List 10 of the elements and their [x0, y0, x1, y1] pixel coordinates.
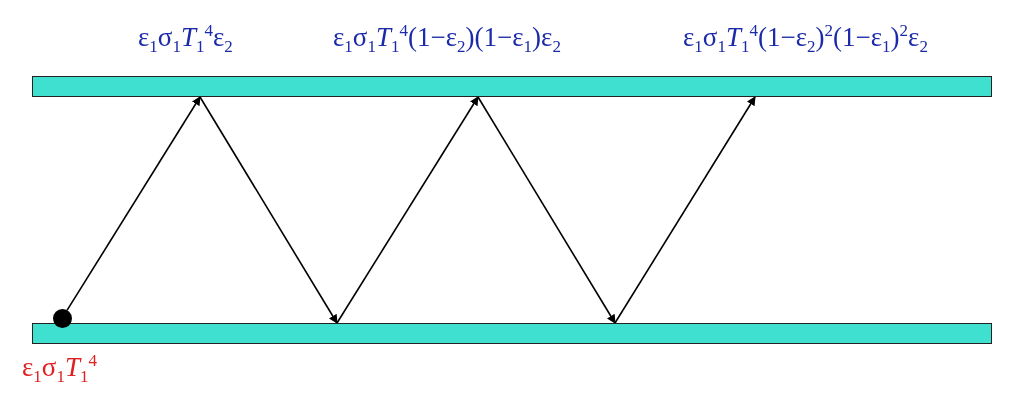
formula-label: ε$_{1}$σ$_{1}$T$_{1}$$^{4}$(1−ε$_{2}$)$^{2}$(1−ε$_{1}$)$^{2}$ε$_{2}$	[683, 22, 928, 58]
ray-arrow	[614, 96, 756, 324]
ray-arrow	[336, 96, 479, 324]
formula-label: ε$_{1}$σ$_{1}$T$_{1}$$^{4}$(1−ε$_{2}$)(1−ε$_{1}$)ε$_{2}$	[333, 22, 561, 58]
ray-arrow	[199, 96, 338, 324]
plate-bar	[32, 76, 992, 97]
ray-arrow	[477, 96, 616, 324]
ray-arrow	[66, 96, 201, 312]
plate-bar	[32, 323, 992, 344]
formula-label: ε$_{1}$σ$_{1}$T$_{1}$$^{4}$ε$_{2}$	[138, 22, 233, 58]
